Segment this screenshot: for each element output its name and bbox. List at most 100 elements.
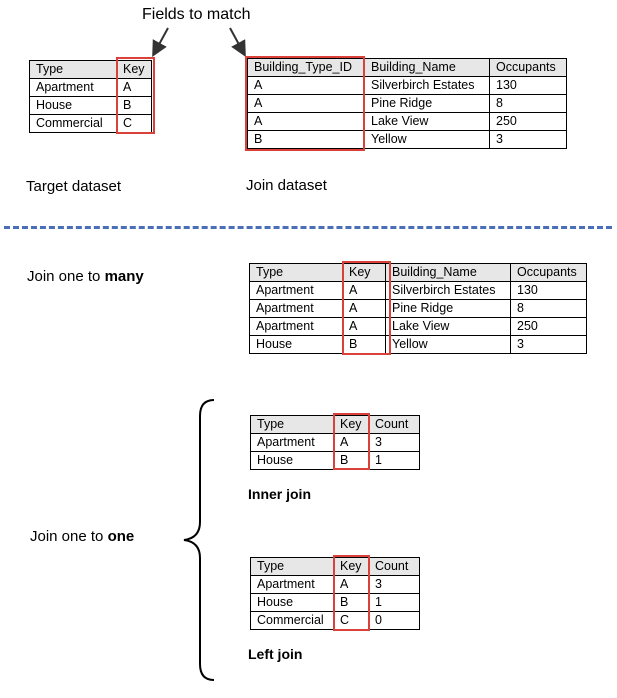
- cell: A: [333, 575, 369, 594]
- cell: Apartment: [249, 317, 343, 336]
- th-occupants: Occupants: [510, 263, 587, 282]
- cell: Yellow: [364, 130, 490, 149]
- cell: A: [342, 317, 386, 336]
- cell: 250: [510, 317, 587, 336]
- cell: A: [247, 76, 365, 95]
- cell: 3: [368, 433, 420, 452]
- cell: C: [116, 114, 152, 133]
- join-one-to-many-caption: Join one to many: [27, 268, 144, 285]
- fields-to-match-label: Fields to match: [142, 6, 251, 23]
- cell: 8: [489, 94, 567, 113]
- th-key: Key: [342, 263, 386, 282]
- cell: House: [250, 451, 334, 470]
- target-caption: Target dataset: [26, 178, 122, 195]
- cell: Commercial: [29, 114, 117, 133]
- cell: A: [342, 281, 386, 300]
- cell: Yellow: [385, 335, 511, 354]
- caption-bold: many: [104, 268, 144, 285]
- th-key: Key: [116, 60, 152, 79]
- cell: 130: [510, 281, 587, 300]
- th-type: Type: [29, 60, 117, 79]
- cell: 8: [510, 299, 587, 318]
- cell: Silverbirch Estates: [364, 76, 490, 95]
- th-count: Count: [368, 415, 420, 434]
- cell: 1: [368, 451, 420, 470]
- cell: Lake View: [364, 112, 490, 131]
- cell: B: [333, 593, 369, 612]
- cell: Apartment: [250, 433, 334, 452]
- section-divider: [4, 226, 612, 229]
- caption-prefix: Join one to: [30, 528, 108, 545]
- th-occupants: Occupants: [489, 58, 567, 77]
- cell: B: [333, 451, 369, 470]
- th-type: Type: [250, 415, 334, 434]
- th-type: Type: [250, 557, 334, 576]
- th-count: Count: [368, 557, 420, 576]
- th-type: Type: [249, 263, 343, 282]
- cell: B: [247, 130, 365, 149]
- cell: A: [342, 299, 386, 318]
- cell: 1: [368, 593, 420, 612]
- th-building-name: Building_Name: [364, 58, 490, 77]
- cell: B: [342, 335, 386, 354]
- cell: Apartment: [250, 575, 334, 594]
- cell: 130: [489, 76, 567, 95]
- th-key: Key: [333, 415, 369, 434]
- cell: C: [333, 611, 369, 630]
- left-join-caption: Left join: [248, 646, 303, 662]
- arrow-to-building-type-id: [229, 27, 246, 58]
- cell: House: [29, 96, 117, 115]
- cell: A: [333, 433, 369, 452]
- cell: Commercial: [250, 611, 334, 630]
- cell: 3: [489, 130, 567, 149]
- cell: A: [116, 78, 152, 97]
- caption-prefix: Join one to: [27, 268, 105, 285]
- cell: Pine Ridge: [385, 299, 511, 318]
- inner-join-caption: Inner join: [248, 486, 311, 502]
- caption-bold: one: [107, 528, 135, 545]
- cell: B: [116, 96, 152, 115]
- cell: A: [247, 112, 365, 131]
- cell: A: [247, 94, 365, 113]
- cell: 3: [368, 575, 420, 594]
- arrow-to-key: [152, 27, 169, 58]
- brace-icon: [183, 399, 215, 681]
- cell: House: [250, 593, 334, 612]
- cell: House: [249, 335, 343, 354]
- join-dataset-caption: Join dataset: [246, 177, 327, 194]
- callout-arrows: [152, 27, 246, 58]
- cell: Pine Ridge: [364, 94, 490, 113]
- cell: 3: [510, 335, 587, 354]
- cell: Apartment: [29, 78, 117, 97]
- th-key: Key: [333, 557, 369, 576]
- join-one-to-one-caption: Join one to one: [30, 528, 134, 545]
- cell: 250: [489, 112, 567, 131]
- cell: 0: [368, 611, 420, 630]
- cell: Silverbirch Estates: [385, 281, 511, 300]
- th-building-name: Building_Name: [385, 263, 511, 282]
- cell: Lake View: [385, 317, 511, 336]
- th-building-type-id: Building_Type_ID: [247, 58, 365, 77]
- cell: Apartment: [249, 299, 343, 318]
